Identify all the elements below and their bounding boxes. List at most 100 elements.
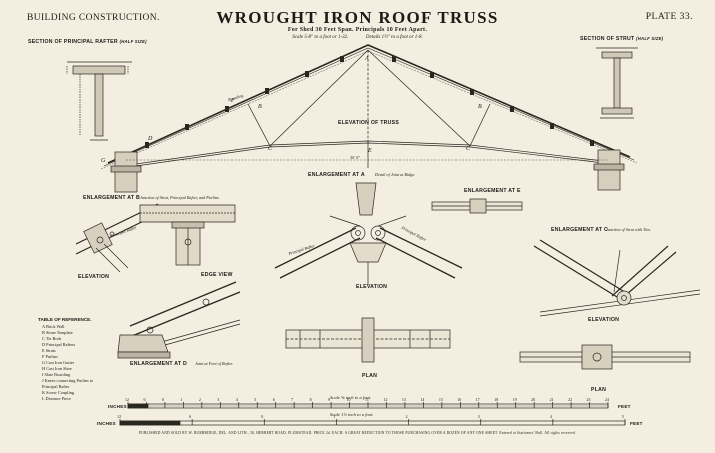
enlargement-d-drawing (117, 281, 241, 359)
scale-tick-label: 1 (333, 414, 336, 419)
enlargement-d-note: Joint at Foot of Rafter. (195, 361, 234, 366)
scale-tick-label: 10 (346, 397, 351, 402)
enlargement-c-drawing (533, 239, 701, 317)
section-rafter-text: SECTION OF PRINCIPAL RAFTER (28, 39, 118, 45)
scale-tick-label: 5 (254, 397, 257, 402)
scale-tick-label: 21 (549, 397, 554, 402)
series-title: BUILDING CONSTRUCTION. (27, 13, 160, 23)
scale-tick-label: 5 (622, 414, 624, 419)
svg-text:B: B (258, 104, 262, 110)
scale-tick-label: 18 (494, 397, 499, 402)
plan-c-drawing (519, 344, 691, 370)
reference-item: I Slate Boarding (42, 372, 71, 377)
span-dimension: 30' 0" (350, 155, 360, 160)
scale-tick-label: 13 (401, 397, 406, 402)
svg-text:E: E (367, 148, 372, 154)
reference-item: Principal Rafter (42, 384, 70, 389)
scale-tick-label: 3 (217, 397, 220, 402)
scale-tick-label: 15 (438, 397, 443, 402)
scale-main: Scale 5-8" to a foot or 1-32. (292, 35, 349, 40)
scale-top-caption: Scale ⅝ inch to a foot. (330, 395, 372, 400)
scale-tick-label: 24 (605, 397, 609, 402)
scale-tick-label: 7 (291, 397, 294, 402)
edge-view-drawing (171, 221, 205, 266)
scale-tick-label: 12 (383, 397, 388, 402)
scale-tick-label: 2 (198, 397, 201, 402)
scale-bars (119, 402, 626, 426)
scale-details: Details 1½" to a foot or 1-8. (365, 35, 423, 40)
section-rafter (66, 61, 132, 141)
reference-item: E Struts (42, 348, 56, 353)
enlargement-a-drawing (274, 182, 463, 285)
svg-text:A: A (364, 56, 369, 62)
elevation-of-truss-label: ELEVATION OF TRUSS (338, 120, 400, 126)
elevation-c-label: ELEVATION (588, 317, 620, 323)
span-note: For Shed 30 Feet Span. Principals 10 Fee… (287, 27, 428, 33)
scale-tick-label: 23 (586, 397, 591, 402)
plate-number: PLATE 33. (645, 12, 693, 22)
scale-bottom-caption: Scale 1½ inch to a foot. (330, 412, 374, 417)
svg-text:F: F (230, 98, 235, 104)
scale-tick-label: 3 (477, 414, 480, 419)
scale-inches-label-bottom: INCHES (97, 421, 116, 426)
scale-tick-label: 16 (457, 397, 462, 402)
scale-tick-label: 6 (189, 414, 192, 419)
svg-text:D: D (147, 136, 153, 142)
scale-tick-label: 11 (365, 397, 369, 402)
reference-item: B Stone Template (42, 330, 73, 335)
section-rafter-label: SECTION OF PRINCIPAL RAFTER (HALF SIZE) (28, 39, 147, 45)
scale-tick-marks (119, 402, 626, 425)
reference-item: C Tie Rods (42, 336, 62, 341)
scale-feet-label-top: FEET (618, 404, 631, 409)
scale-inches-label-top: INCHES (108, 404, 127, 409)
scale-tick-label: 19 (512, 397, 517, 402)
enlargement-b-title: ENLARGEMENT AT B (83, 195, 141, 201)
reference-item: H Cast Iron Shoe (42, 366, 72, 371)
enlargement-e-title: ENLARGEMENT AT E (464, 188, 521, 194)
elevation-b-label: ELEVATION (78, 274, 110, 280)
svg-text:C: C (268, 146, 273, 152)
reference-item: K Screw Coupling (42, 390, 74, 395)
scale-tick-label: 20 (531, 397, 536, 402)
section-strut (596, 47, 638, 119)
reference-title: TABLE OF REFERENCE. (38, 317, 92, 322)
section-strut-label: SECTION OF STRUT (HALF SIZE) (580, 36, 664, 42)
reference-item: F Purlins (42, 354, 58, 359)
scale-tick-label: 22 (568, 397, 573, 402)
reference-item: A Brick Wall (42, 324, 65, 329)
edge-view-label: EDGE VIEW (201, 272, 233, 278)
scale-tick-label: 6 (143, 397, 146, 402)
scale-tick-label: 0 (261, 414, 264, 419)
scale-tick-label: 0 (161, 397, 164, 402)
elevation-a-label: ELEVATION (356, 284, 388, 290)
scale-tick-label: 17 (475, 397, 480, 402)
scale-tick-label: 9 (328, 397, 331, 402)
reference-item: D Principal Rafters (42, 342, 76, 347)
scale-tick-label: 12 (117, 414, 121, 419)
scale-tick-label: 12 (125, 397, 129, 402)
section-strut-text: SECTION OF STRUT (580, 36, 635, 42)
enlargement-b-note: Junction of Strut, Principal Rafter, and… (140, 195, 220, 200)
scale-tick-label: 6 (272, 397, 275, 402)
scale-tick-label: 2 (405, 414, 408, 419)
enlargement-d-title: ENLARGEMENT AT D (130, 361, 188, 367)
svg-text:C: C (466, 146, 471, 152)
enlargement-c-title: ENLARGEMENT AT C (551, 227, 609, 233)
reference-item: G Cast Iron Gutter (42, 360, 75, 365)
reference-item: L Distance Piece (42, 396, 71, 401)
enlargement-a-note: Detail of Joint at Ridge. (375, 172, 416, 177)
reference-item: J Knees connecting Purlins to (42, 378, 94, 383)
scale-tick-label: 4 (235, 397, 238, 402)
plan-a-label: PLAN (362, 373, 378, 379)
scale-tick-label: 1 (180, 397, 183, 402)
enlargement-e-drawing (431, 198, 523, 214)
section-strut-note: (HALF SIZE) (636, 36, 664, 41)
enlargement-b-drawing (75, 203, 236, 273)
publisher-footer: PUBLISHED AND SOLD BY W. BURBRIDGE, DEL.… (138, 431, 577, 435)
scale-tick-label: 8 (309, 397, 312, 402)
scale-feet-label-bottom: FEET (630, 421, 643, 426)
scale-note: Scale 5-8" to a foot or 1-32. Details 1½… (0, 35, 715, 40)
enlargement-c-note: Junction of Strut with Ties. (606, 227, 652, 232)
